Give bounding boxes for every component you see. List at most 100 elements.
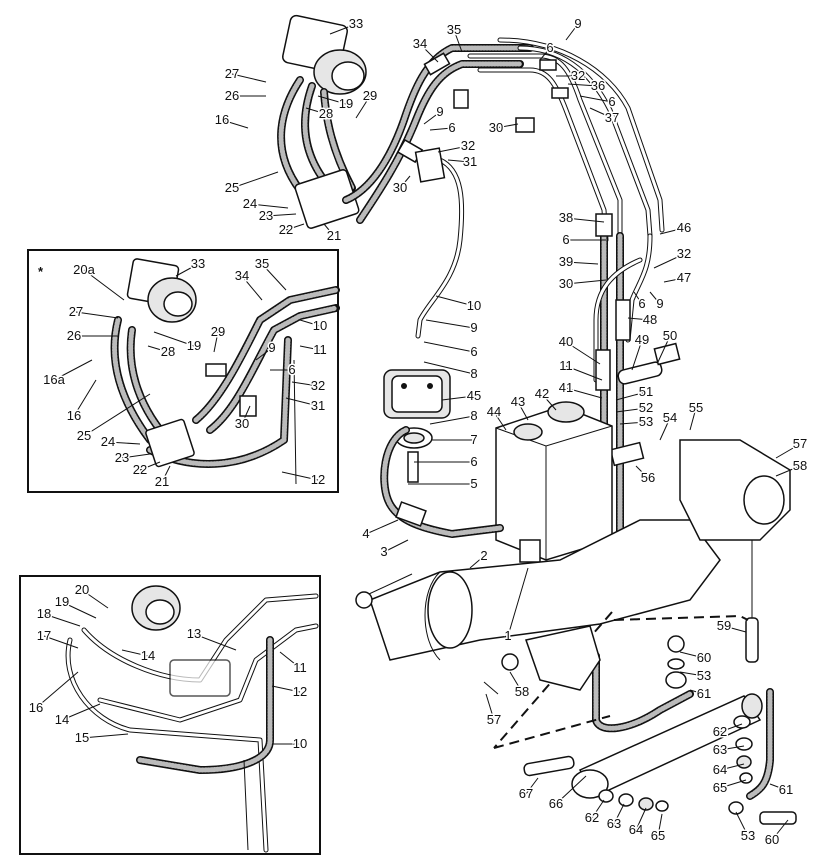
callout-32: 32 xyxy=(571,68,585,83)
inset1-callout-leader xyxy=(53,359,93,381)
callout-leader xyxy=(769,783,787,791)
callout-leader xyxy=(653,253,685,269)
callout-28: 28 xyxy=(319,106,333,121)
callout-leader xyxy=(541,393,557,411)
callout-leader xyxy=(437,145,469,153)
callout-49: 49 xyxy=(635,332,649,347)
inset1-callout-leader xyxy=(147,345,169,353)
callout-63: 63 xyxy=(607,816,621,831)
callout-53: 53 xyxy=(639,414,653,429)
callout-62: 62 xyxy=(585,810,599,825)
callout-leader xyxy=(485,693,495,721)
inset2-callout-leader xyxy=(279,651,301,669)
callout-34: 34 xyxy=(413,36,427,51)
callout-leader xyxy=(429,127,453,131)
callout-6: 6 xyxy=(562,232,569,247)
callout-leader xyxy=(429,415,475,425)
callout-leader xyxy=(735,811,749,837)
callout-29: 29 xyxy=(363,88,377,103)
callout-1: 1 xyxy=(504,628,511,643)
callout-7: 7 xyxy=(470,432,477,447)
callout-leader xyxy=(565,23,579,41)
callout-leader xyxy=(249,203,289,209)
inset1-callout-12: 12 xyxy=(311,472,325,487)
callout-leader xyxy=(355,95,371,119)
callout-leader xyxy=(663,277,685,283)
inset1-callout-6: 6 xyxy=(288,362,295,377)
callout-leader xyxy=(231,171,279,189)
callout-4: 4 xyxy=(362,526,369,541)
callout-leader xyxy=(493,411,507,431)
inset-detail-1: * xyxy=(27,249,340,493)
callout-44: 44 xyxy=(487,404,501,419)
callout-67: 67 xyxy=(519,786,533,801)
callout-leader xyxy=(525,777,539,795)
inset1-callout-leader xyxy=(261,263,287,291)
callout-54: 54 xyxy=(663,410,677,425)
callout-leader xyxy=(689,407,697,431)
callout-leader xyxy=(509,671,523,693)
inset1-callout-31: 31 xyxy=(311,398,325,413)
callout-leader xyxy=(689,689,705,695)
callout-51: 51 xyxy=(639,384,653,399)
callout-31: 31 xyxy=(463,154,477,169)
callout-leader xyxy=(221,119,249,129)
callout-leader xyxy=(447,159,471,163)
callout-leader xyxy=(507,567,529,637)
inset2-callout-leader xyxy=(43,635,79,649)
callout-33: 33 xyxy=(349,16,363,31)
callout-58: 58 xyxy=(793,458,807,473)
inset1-callout-leader xyxy=(285,397,319,407)
inset2-callout-14: 14 xyxy=(55,712,69,727)
inset2-callout-leader xyxy=(81,589,109,609)
inset2-callout-leader xyxy=(81,733,129,739)
inset1-callout-35: 35 xyxy=(255,256,269,271)
callout-57: 57 xyxy=(793,436,807,451)
callout-leader xyxy=(659,417,671,441)
callout-38: 38 xyxy=(559,210,573,225)
callout-leader xyxy=(627,317,651,321)
callout-30: 30 xyxy=(393,180,407,195)
callout-61: 61 xyxy=(779,782,793,797)
callout-leader xyxy=(771,819,789,841)
callout-leader xyxy=(425,319,475,329)
callout-24: 24 xyxy=(243,196,257,211)
callout-42: 42 xyxy=(535,386,549,401)
axle-housing-2 xyxy=(355,439,791,661)
callout-43: 43 xyxy=(511,394,525,409)
callout-leader xyxy=(305,107,327,115)
callout-leader xyxy=(565,261,599,265)
inset1-callout-leader xyxy=(75,311,119,319)
callout-27: 27 xyxy=(225,66,239,81)
callout-26: 26 xyxy=(225,88,239,103)
inset1-callout-16a: 16a xyxy=(43,372,65,387)
callout-11: 11 xyxy=(559,358,573,373)
inset2-callout-12: 12 xyxy=(293,684,307,699)
callout-leader xyxy=(775,443,801,459)
callout-leader xyxy=(719,763,745,771)
callout-52: 52 xyxy=(639,400,653,415)
callout-leader xyxy=(495,123,519,129)
inset2-callout-10: 10 xyxy=(293,736,307,751)
callout-9: 9 xyxy=(470,320,477,335)
inset1-callout-23: 23 xyxy=(115,450,129,465)
callout-leader xyxy=(615,407,647,413)
inset2-callout-13: 13 xyxy=(187,626,201,641)
inset1-callout-leader xyxy=(299,345,321,351)
callout-leader xyxy=(723,625,747,633)
callout-46: 46 xyxy=(677,220,691,235)
callout-leader xyxy=(633,291,643,305)
callout-leader xyxy=(565,365,603,381)
callout-57: 57 xyxy=(487,712,501,727)
callout-3: 3 xyxy=(380,544,387,559)
inset1-callout-32: 32 xyxy=(311,378,325,393)
inset2-callout-leader xyxy=(61,703,101,721)
main-hose-assembly xyxy=(277,14,665,339)
inset1-callout-22: 22 xyxy=(133,462,147,477)
inset1-callout-leader xyxy=(241,275,263,301)
callout-63: 63 xyxy=(713,742,727,757)
inset1-callout-16: 16 xyxy=(67,408,81,423)
steering-cylinder-66 xyxy=(483,611,797,825)
